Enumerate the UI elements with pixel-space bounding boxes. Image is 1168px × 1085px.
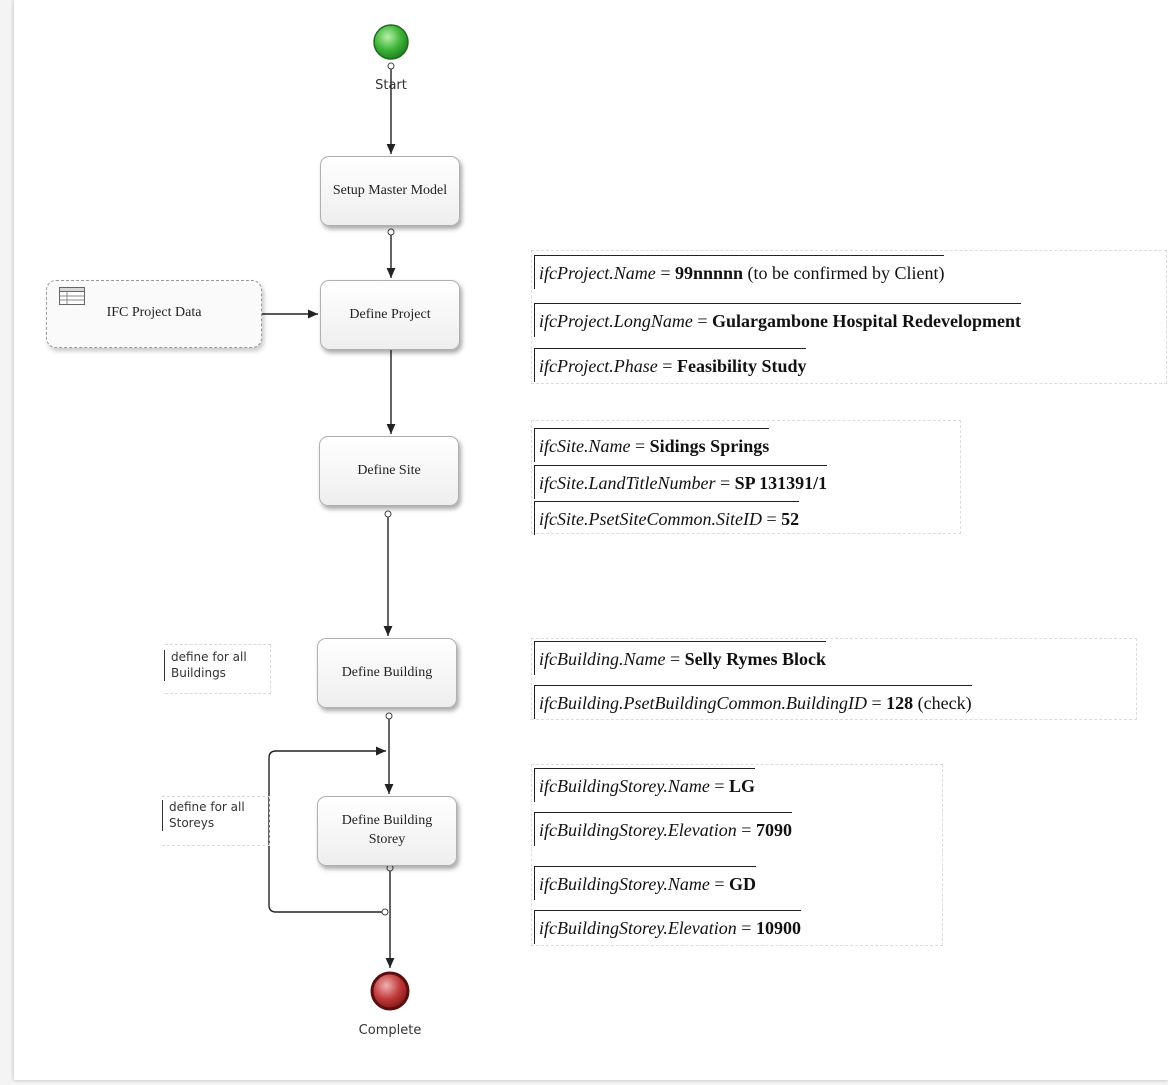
prop-row: ifcBuildingStorey.Elevation = 7090 — [534, 812, 792, 846]
table-icon — [59, 287, 85, 305]
prop-row: ifcSite.LandTitleNumber = SP 131391/1 — [534, 465, 828, 499]
prop-row: ifcProject.Name = 99nnnnn (to be confirm… — [534, 255, 945, 289]
prop-row: ifcBuildingStorey.Elevation = 10900 — [534, 910, 801, 944]
annotation-frame-buildings — [165, 644, 271, 694]
prop-row: ifcBuildingStorey.Name = GD — [534, 866, 756, 900]
prop-row: ifcSite.Name = Sidings Springs — [534, 428, 770, 462]
annotation-buildings: define for all Buildings — [164, 650, 251, 682]
diagram-canvas — [14, 0, 1168, 1080]
prop-row: ifcBuilding.Name = Selly Rymes Block — [534, 641, 827, 675]
site-props-frame — [531, 420, 961, 534]
end-event[interactable] — [370, 971, 410, 1011]
prop-row: ifcBuilding.PsetBuildingCommon.BuildingI… — [534, 685, 972, 719]
annotation-storeys: define for all Storeys — [162, 800, 255, 832]
start-label: Start — [375, 78, 407, 93]
project-props-frame — [531, 250, 1167, 384]
task-define-project[interactable]: Define Project — [320, 280, 460, 350]
building-props-frame — [531, 638, 1137, 720]
prop-row: ifcProject.Phase = Feasibility Study — [534, 348, 807, 382]
task-define-site[interactable]: Define Site — [319, 436, 459, 506]
task-define-building-storey[interactable]: Define Building Storey — [317, 796, 457, 866]
end-label: Complete — [358, 1023, 422, 1038]
data-object-label: IFC Project Data — [106, 305, 202, 320]
prop-row: ifcProject.LongName = Gulargambone Hospi… — [534, 303, 1021, 337]
storey-props-frame — [531, 764, 943, 946]
annotation-frame-storeys — [162, 796, 270, 846]
start-event[interactable] — [373, 24, 409, 60]
ifc-project-data-object[interactable]: IFC Project Data — [46, 280, 262, 348]
task-setup-master-model[interactable]: Setup Master Model — [320, 156, 460, 226]
prop-row: ifcSite.PsetSiteCommon.SiteID = 52 — [534, 501, 800, 535]
task-define-building[interactable]: Define Building — [317, 638, 457, 708]
prop-row: ifcBuildingStorey.Name = LG — [534, 768, 755, 802]
